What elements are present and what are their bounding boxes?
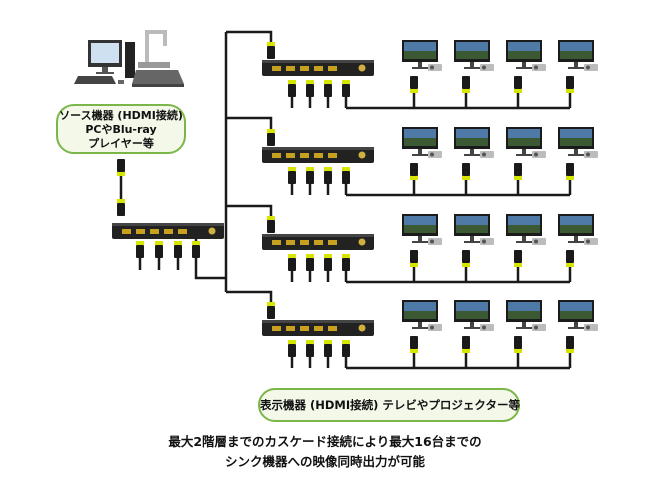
hdmi-connector-icon <box>306 167 314 184</box>
projector-icon <box>480 324 494 331</box>
hdmi-connector-icon <box>324 167 332 184</box>
source-label-line2: PCやBlu-ray <box>85 123 157 136</box>
hdmi-connector-icon <box>267 42 275 59</box>
projector-icon <box>584 238 598 245</box>
hdmi-connector-icon <box>324 80 332 97</box>
hdmi-connector-icon <box>410 76 418 93</box>
source-label-line3: プレイヤー等 <box>88 137 154 150</box>
hdmi-connector-icon <box>342 80 350 97</box>
splitter-rows <box>262 40 598 370</box>
projector-icon <box>532 324 546 331</box>
hdmi-splitter-icon <box>262 234 374 250</box>
hdmi-splitter-icon <box>262 147 374 163</box>
diagram-caption: 最大2階層までのカスケード接続により最大16台までの シンク機器への映像同時出力… <box>100 432 550 472</box>
projector-icon <box>428 238 442 245</box>
projector-icon <box>532 238 546 245</box>
hdmi-connector-icon <box>514 250 522 267</box>
source-device-label: ソース機器 (HDMI接続) PCやBlu-ray プレイヤー等 <box>56 104 186 154</box>
splitter-row <box>262 127 598 197</box>
projector-icon <box>584 64 598 71</box>
hdmi-connector-icon <box>288 167 296 184</box>
caption-line2: シンク機器への映像同時出力が可能 <box>224 454 425 469</box>
projector-icon <box>480 64 494 71</box>
hdmi-connector-icon <box>324 254 332 271</box>
hdmi-connector-icon <box>306 80 314 97</box>
hdmi-connector-icon <box>462 250 470 267</box>
hdmi-connector-icon <box>267 302 275 319</box>
hdmi-connector-icon <box>410 336 418 353</box>
media-player-icon <box>132 30 184 87</box>
projector-icon <box>428 324 442 331</box>
display-device-label: 表示機器 (HDMI接続) テレビやプロジェクター等 <box>258 388 520 422</box>
primary-hdmi-splitter-icon <box>112 223 224 270</box>
hdmi-connector-icon <box>462 76 470 93</box>
hdmi-connector-icon <box>566 336 574 353</box>
splitter-row <box>262 40 598 110</box>
hdmi-connector-icon <box>566 76 574 93</box>
hdmi-connector-icon <box>410 163 418 180</box>
hdmi-connector-icon <box>342 167 350 184</box>
caption-line1: 最大2階層までのカスケード接続により最大16台までの <box>168 434 482 449</box>
hdmi-connector-icon <box>342 254 350 271</box>
hdmi-connector-icon <box>462 163 470 180</box>
hdmi-connector-icon <box>288 80 296 97</box>
hdmi-connector-icon <box>288 254 296 271</box>
hdmi-connector-icon <box>566 163 574 180</box>
projector-icon <box>480 151 494 158</box>
hdmi-splitter-icon <box>262 320 374 336</box>
hdmi-connector-icon <box>306 254 314 271</box>
projector-icon <box>584 324 598 331</box>
splitter-row <box>262 214 598 284</box>
hdmi-connector-icon <box>324 340 332 357</box>
hdmi-splitter-icon <box>262 60 374 76</box>
hdmi-connector-icon <box>267 216 275 233</box>
hdmi-connector-icon <box>462 336 470 353</box>
hdmi-connector-icon <box>306 340 314 357</box>
hdmi-connector-icon <box>514 163 522 180</box>
hdmi-connector-icon <box>514 336 522 353</box>
hdmi-connector-icon <box>566 250 574 267</box>
hdmi-connector-icon <box>288 340 296 357</box>
projector-icon <box>532 151 546 158</box>
projector-icon <box>532 64 546 71</box>
projector-icon <box>428 64 442 71</box>
cascade-trunk <box>194 30 273 305</box>
hdmi-connector-icon <box>514 76 522 93</box>
desktop-computer-icon <box>74 40 135 84</box>
source-label-line1: ソース機器 (HDMI接続) <box>59 109 183 122</box>
source-cable <box>117 159 125 216</box>
hdmi-connector-icon <box>342 340 350 357</box>
projector-icon <box>480 238 494 245</box>
hdmi-connector-icon <box>410 250 418 267</box>
projector-icon <box>584 151 598 158</box>
splitter-row <box>262 300 598 370</box>
projector-icon <box>428 151 442 158</box>
hdmi-connector-icon <box>267 129 275 146</box>
